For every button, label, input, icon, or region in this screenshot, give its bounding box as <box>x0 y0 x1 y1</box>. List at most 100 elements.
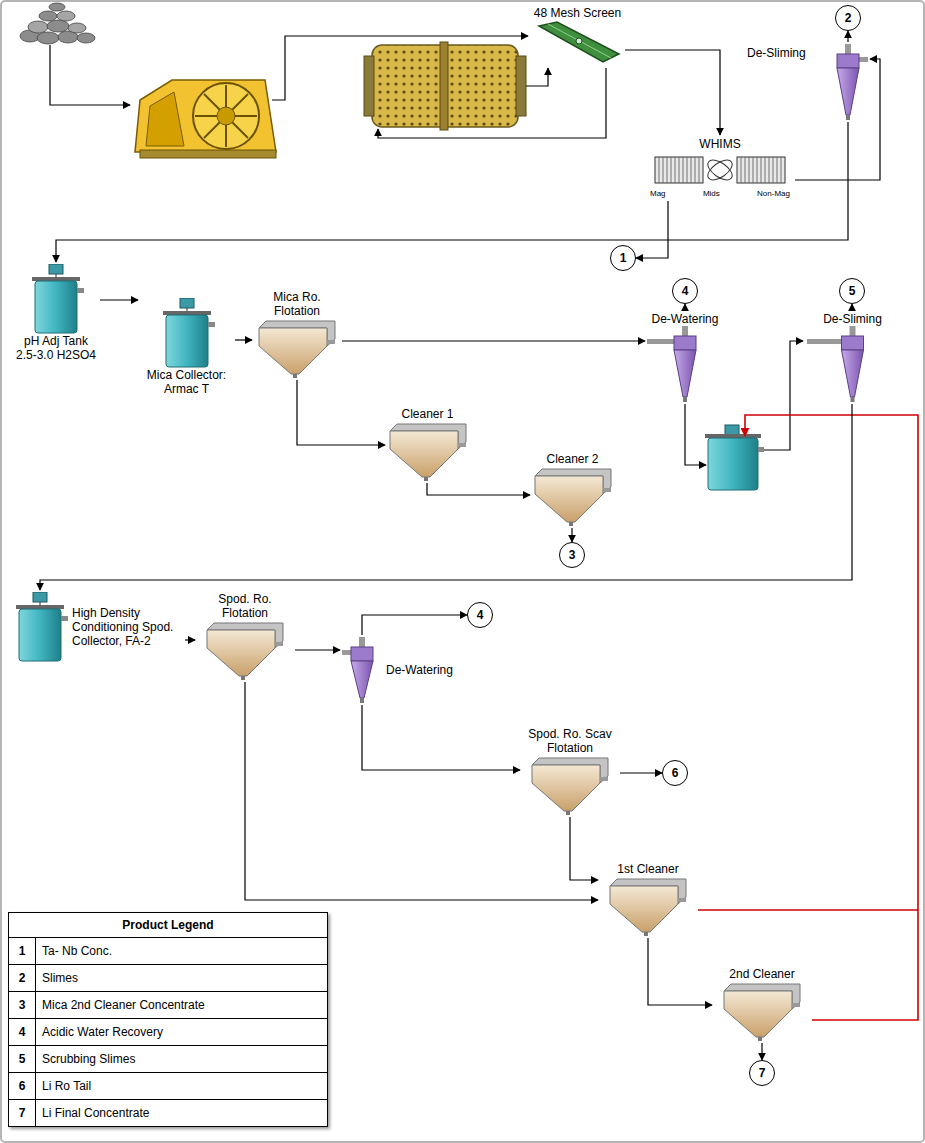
screen-symbol <box>533 20 623 64</box>
flotation-cell: Mica Ro. Flotation <box>252 288 342 380</box>
table-cell: 3 <box>9 992 36 1018</box>
legend-row: 6Li Ro Tail <box>9 1073 327 1100</box>
legend-title: Product Legend <box>9 913 327 938</box>
flow-line <box>570 817 598 880</box>
port-labels: MagMidsNon-Mag <box>650 189 790 199</box>
hydrocyclone: De-Sliming <box>745 42 870 122</box>
legend-row: 3Mica 2nd Cleaner Concentrate <box>9 992 327 1019</box>
legend-row: 5Scrubbing Slimes <box>9 1046 327 1073</box>
flow-line <box>362 615 467 635</box>
stream-number: 3 <box>559 542 585 568</box>
flotation-cell: Spod. Ro. Scav Flotation <box>520 725 620 817</box>
pipe-line <box>50 36 803 465</box>
tank-symbol <box>159 298 215 368</box>
node-label: 4 <box>477 608 484 622</box>
flow-line <box>636 201 668 258</box>
flow-line <box>620 772 662 773</box>
node-label: 5 <box>849 284 856 298</box>
table-cell: Ta- Nb Conc. <box>36 938 112 964</box>
flotation-cell: 2nd Cleaner <box>712 965 812 1043</box>
node-label: 1st Cleaner <box>617 862 678 876</box>
stream-number: 5 <box>839 278 865 304</box>
cell-symbol <box>533 466 613 526</box>
cell-symbol <box>205 620 285 680</box>
node-label: Spod. Ro. Scav Flotation <box>522 727 618 755</box>
cell-symbol <box>722 981 802 1041</box>
node-label: Cleaner 1 <box>401 407 453 421</box>
node-label: Non-Mag <box>757 189 790 199</box>
flow-line <box>761 1043 762 1060</box>
recycle-line <box>698 415 918 1020</box>
table-cell: 6 <box>9 1073 36 1099</box>
flow-line <box>297 380 385 445</box>
node-label: 48 Mesh Screen <box>534 6 621 20</box>
crusher <box>135 80 276 158</box>
node-label: pH Adj Tank 2.5-3.0 H2SO4 <box>14 334 98 362</box>
ball-mill <box>364 42 526 130</box>
node-label: WHIMS <box>699 137 740 151</box>
cyc-symbol <box>647 326 723 402</box>
node-label: Mica Collector: Armac T <box>140 368 233 396</box>
table-cell: 4 <box>9 1019 36 1045</box>
conditioning-tank <box>705 425 764 490</box>
hydrocyclone: De-Watering <box>645 310 725 404</box>
flow-line <box>235 339 252 340</box>
table-cell: 7 <box>9 1100 36 1126</box>
flotation-cell: Spod. Ro. Flotation <box>195 590 295 682</box>
node-label: Mids <box>703 189 720 199</box>
whims-symbol <box>647 151 793 189</box>
hydrocyclone: De-Watering <box>340 635 460 705</box>
stream-number: 6 <box>662 760 688 786</box>
flow-line <box>295 649 340 650</box>
flow-line <box>40 404 852 590</box>
table-cell: Li Ro Tail <box>36 1073 91 1099</box>
flow-line <box>427 483 530 495</box>
stream-number: 1 <box>610 245 636 271</box>
node-label: High Density Conditioning Spod. Collecto… <box>72 606 183 648</box>
stream-number: 7 <box>749 1060 775 1086</box>
node-label: 2nd Cleaner <box>729 967 794 981</box>
flow-line <box>851 304 852 310</box>
flotation-cell: 1st Cleaner <box>598 860 698 938</box>
tank-symbol <box>28 264 84 334</box>
table-cell: Mica 2nd Cleaner Concentrate <box>36 992 205 1018</box>
node-label: 1 <box>620 251 627 265</box>
node-label: 6 <box>672 766 679 780</box>
stream-number: 4 <box>467 602 493 628</box>
table-cell: Li Final Concentrate <box>36 1100 149 1126</box>
flow-line <box>648 938 712 1005</box>
node-label: De-Sliming <box>747 46 806 60</box>
node-label: 2 <box>845 11 852 25</box>
ore-pile <box>20 3 95 44</box>
node-label: Mica Ro. Flotation <box>254 290 340 318</box>
hydrocyclone: De-Sliming <box>805 310 900 404</box>
agitated-tank: Mica Collector: Armac T <box>138 296 235 398</box>
node-label: Spod. Ro. Flotation <box>197 592 293 620</box>
cell-symbol <box>257 318 337 378</box>
cyc-symbol <box>828 44 868 120</box>
cell-symbol <box>530 755 610 815</box>
flow-line <box>571 528 572 542</box>
flow-line <box>185 639 195 640</box>
table-cell: Acidic Water Recovery <box>36 1019 163 1045</box>
flow-line <box>56 122 848 262</box>
table-cell: 5 <box>9 1046 36 1072</box>
cell-symbol <box>388 421 468 481</box>
agitated-tank: pH Adj Tank 2.5-3.0 H2SO4 <box>12 262 100 364</box>
node-label: 3 <box>569 548 576 562</box>
legend-row: 7Li Final Concentrate <box>9 1100 327 1126</box>
flotation-cell: Cleaner 1 <box>385 405 470 483</box>
flow-line <box>684 304 685 310</box>
flotation-cell: Cleaner 2 <box>530 450 615 528</box>
screen: 48 Mesh Screen <box>530 4 625 66</box>
flow-line <box>342 340 645 341</box>
table-cell: Slimes <box>36 965 78 991</box>
node-label: 7 <box>759 1066 766 1080</box>
table-cell: 1 <box>9 938 36 964</box>
node-label: De-Watering <box>652 312 719 326</box>
table-cell: 2 <box>9 965 36 991</box>
legend-row: 1Ta- Nb Conc. <box>9 938 327 965</box>
agitated-tank: High Density Conditioning Spod. Collecto… <box>10 590 185 664</box>
flow-line <box>100 299 138 300</box>
legend-row: 2Slimes <box>9 965 327 992</box>
